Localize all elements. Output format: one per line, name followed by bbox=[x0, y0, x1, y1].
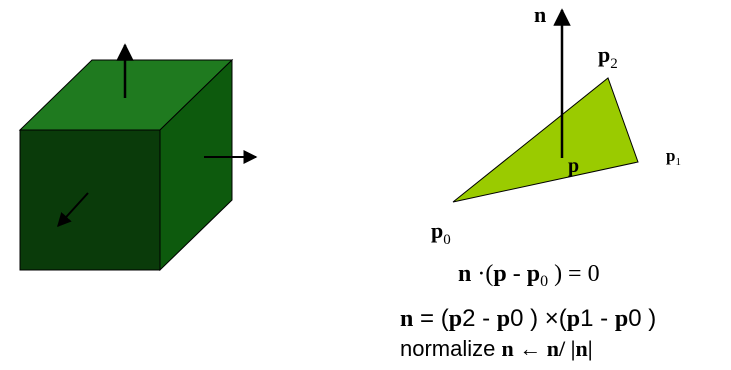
plane-eq-minus: - bbox=[507, 261, 527, 287]
normalize-eq-rhs-n2: n bbox=[575, 336, 587, 361]
label-p2-sub: 2 bbox=[610, 56, 618, 72]
normal-equation: n = (p2 - p0 ) ×(p1 - p0 ) bbox=[400, 305, 656, 332]
cube-front-face bbox=[19, 129, 161, 271]
normal-eq-p-d: p bbox=[615, 306, 628, 332]
label-p0: p0 bbox=[431, 218, 451, 248]
label-p0-base: p bbox=[431, 218, 443, 243]
normal-eq-d: 0 ) bbox=[628, 305, 656, 332]
normalize-eq-word: normalize bbox=[400, 336, 501, 361]
normalize-eq-rhs-n: n bbox=[547, 336, 559, 361]
normalize-eq-arrow: ← bbox=[514, 336, 547, 361]
triangle bbox=[452, 8, 639, 203]
label-p1-base: p bbox=[666, 146, 675, 165]
plane-equation: n ·(p - p0 ) = 0 bbox=[458, 261, 600, 290]
normalize-eq-rhs-end: | bbox=[588, 336, 593, 361]
plane-eq-p0: p bbox=[527, 261, 540, 287]
label-p0-sub: 0 bbox=[443, 232, 451, 248]
plane-eq-p: p bbox=[493, 261, 506, 287]
label-p1: p1 bbox=[666, 146, 681, 168]
normal-eq-p-c: p bbox=[567, 306, 580, 332]
label-p: p bbox=[568, 155, 579, 177]
label-p2-base: p bbox=[598, 42, 610, 67]
triangle-face bbox=[452, 77, 639, 203]
plane-eq-n: n bbox=[458, 261, 471, 287]
plane-eq-tail: ) = 0 bbox=[548, 261, 600, 287]
cube bbox=[18, 43, 258, 272]
normalize-eq-rhs-rest: / | bbox=[558, 336, 575, 361]
normal-eq-n: n bbox=[400, 306, 413, 332]
normal-eq-c: 1 - bbox=[580, 305, 615, 332]
normalize-eq-n: n bbox=[501, 336, 513, 361]
label-p1-sub: 1 bbox=[675, 156, 681, 168]
plane-eq-dot: ·( bbox=[471, 261, 493, 287]
normal-eq-a: 2 - bbox=[462, 305, 497, 332]
normal-eq-p-b: p bbox=[497, 306, 510, 332]
label-n: n bbox=[534, 2, 546, 27]
normal-eq-b: 0 ) ×( bbox=[510, 305, 567, 332]
normal-eq-eq: = ( bbox=[413, 305, 448, 332]
plane-eq-p0-sub: 0 bbox=[540, 273, 548, 290]
normal-eq-p-a: p bbox=[449, 306, 462, 332]
normalize-equation: normalize n ← n/ |n| bbox=[400, 336, 593, 361]
front-normal-arrow bbox=[57, 192, 89, 228]
label-p2: p2 bbox=[598, 42, 618, 72]
